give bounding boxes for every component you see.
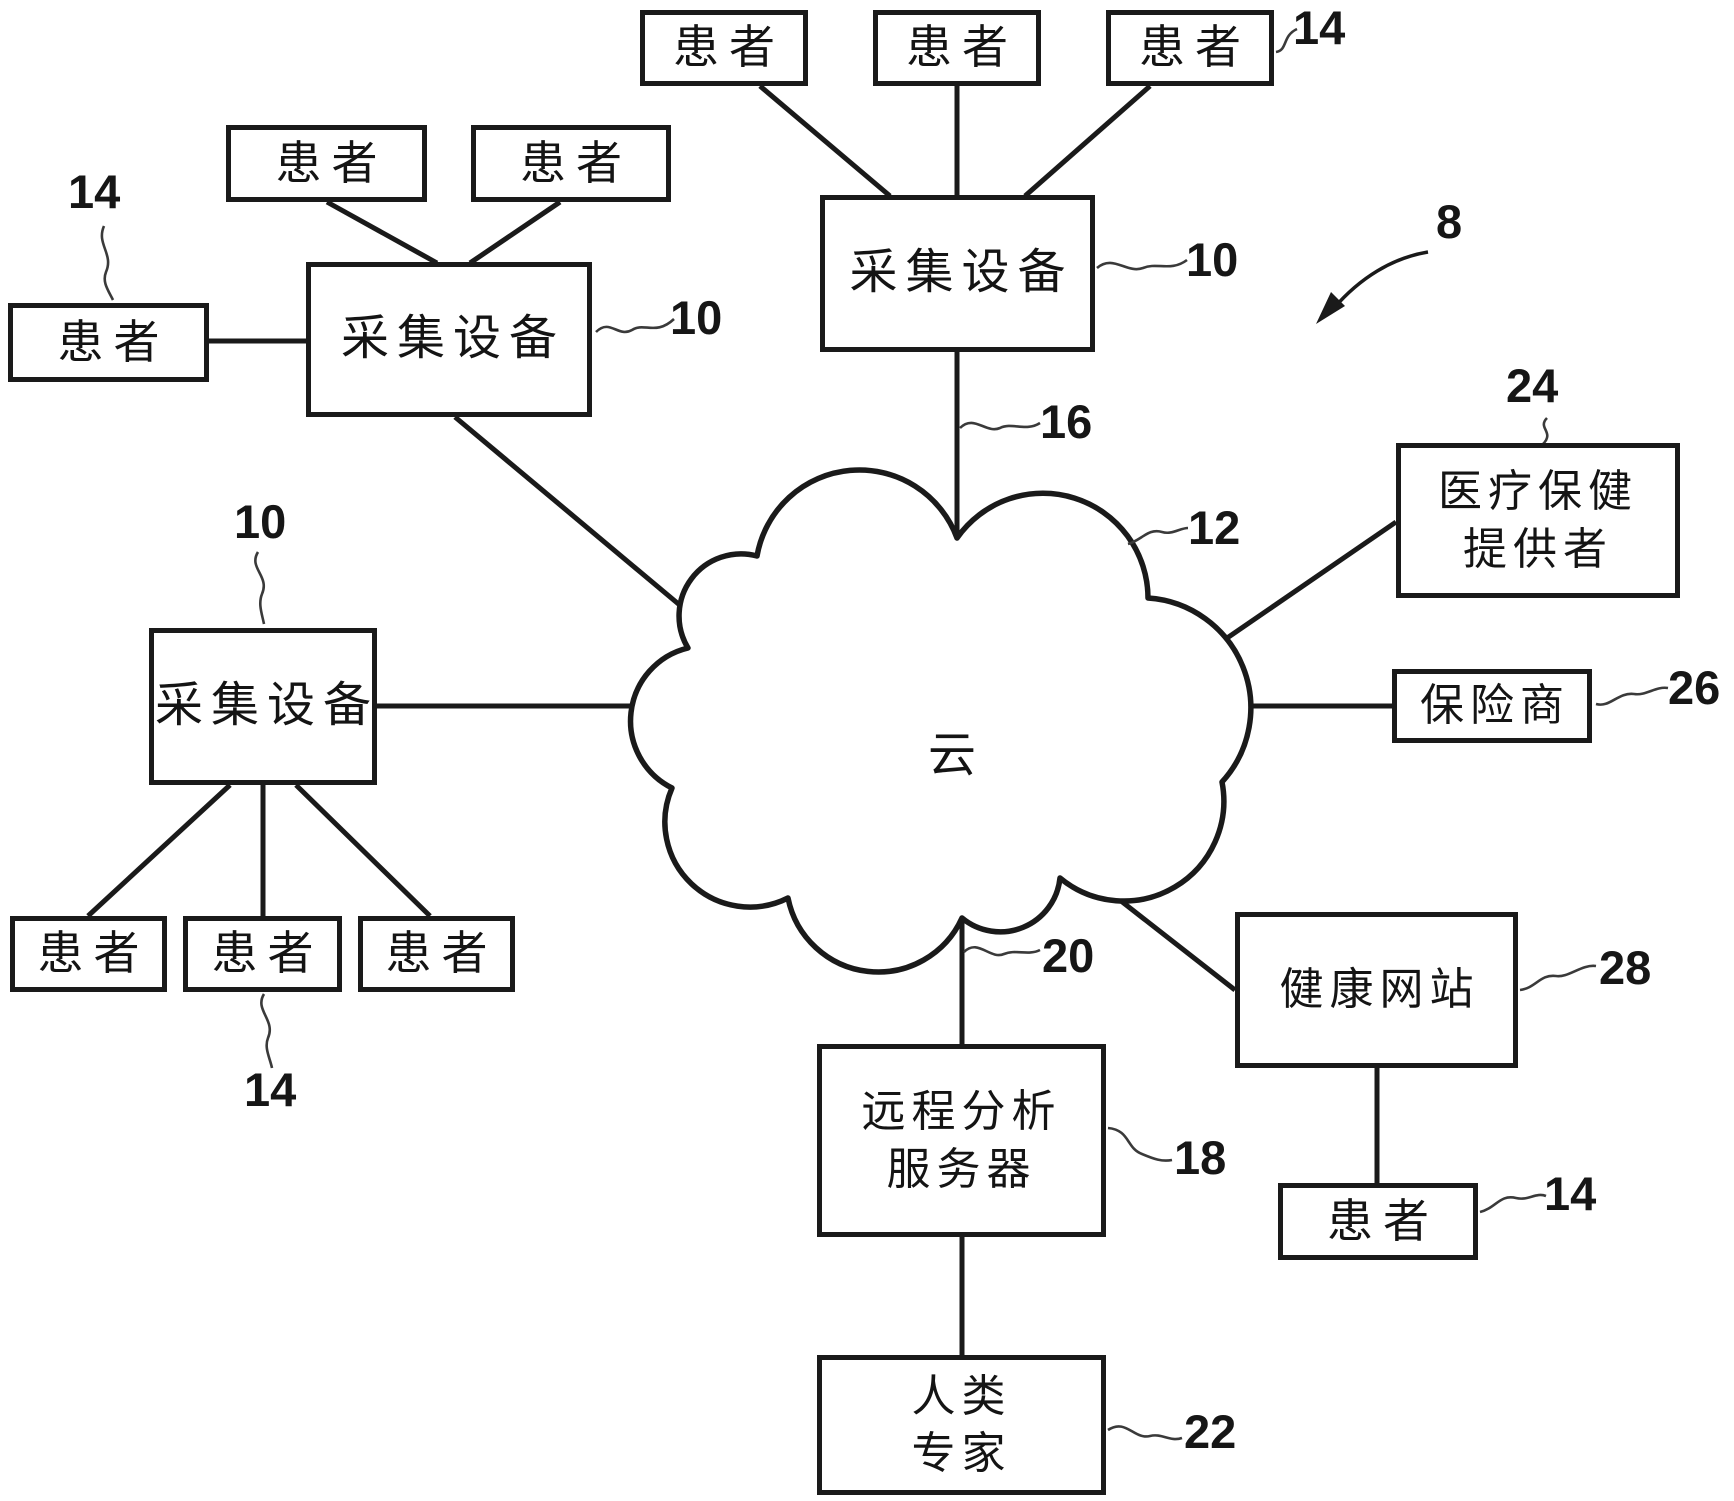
line-patient-to-device-tc [1023,84,1152,198]
patient-box: 患者 [640,10,808,86]
ref-14-top-center: 14 [1293,1,1346,54]
leader-16 [959,421,1041,431]
patient-box: 患者 [8,303,209,382]
healthcare-provider-box: 医疗保健 提供者 [1396,443,1680,598]
ref-10-mid-left: 10 [234,495,287,548]
ref-8-system: 8 [1436,195,1463,248]
leader-20 [963,945,1041,957]
patient-box: 患者 [226,125,427,202]
human-expert-box: 人类 专家 [817,1355,1106,1495]
leader-14-top-center [1275,27,1298,54]
acquisition-device-label: 采集设备 [155,679,380,733]
remote-analysis-server-label-line2: 服务器 [886,1144,1037,1194]
acquisition-device-box: 采集设备 [149,628,377,785]
patient-label: 患者 [385,928,498,980]
ref-24-healthcare: 24 [1506,359,1559,412]
ref-10-top-left: 10 [670,291,723,344]
arrow-shaft [1332,250,1429,310]
cloud-shape [627,467,1254,975]
ref-12-cloud: 12 [1188,501,1241,554]
leader-10-top-left [595,318,675,334]
healthcare-provider-label-line2: 提供者 [1463,524,1613,574]
patient-label: 患者 [211,928,324,980]
ref-14-top-left: 14 [68,165,121,218]
patient-box: 患者 [1106,10,1274,86]
ref-18-server: 18 [1174,1131,1227,1184]
remote-analysis-server-label-line1: 远程分析 [861,1087,1062,1137]
ref-14-bottom-right: 14 [1544,1167,1597,1220]
ref-10-top-center: 10 [1186,233,1239,286]
health-website-box: 健康网站 [1235,912,1518,1068]
acquisition-device-label: 采集设备 [340,312,565,366]
ref-16-link: 16 [1040,395,1093,448]
system-arrow-8 [1316,250,1429,324]
leader-14-bottom-left [260,993,274,1069]
cloud-label: 云 [927,729,976,782]
patient-label: 患者 [906,22,1018,74]
human-expert-label-line1: 人类 [911,1371,1012,1421]
leader-10-mid-left [254,551,266,625]
patient-label: 患者 [57,316,170,368]
leader-18 [1107,1126,1173,1162]
ref-26-insurer: 26 [1668,661,1721,714]
patient-box: 患者 [873,10,1041,86]
ref-28-website: 28 [1599,941,1652,994]
patient-box: 患者 [471,125,671,202]
healthcare-provider-label-line1: 医疗保健 [1438,467,1638,517]
leader-26 [1595,686,1669,706]
line-device-ml-to-patient [294,783,432,918]
leader-28 [1519,964,1597,992]
patient-label: 患者 [275,137,388,189]
patient-label: 患者 [37,928,150,980]
remote-analysis-server-box: 远程分析 服务器 [817,1044,1106,1237]
line-patient-to-device-tl [468,199,562,266]
acquisition-device-box: 采集设备 [820,195,1095,352]
patient-label: 患者 [673,22,785,74]
patient-label: 患者 [1327,1195,1439,1247]
reference-leaders [100,27,1669,1441]
line-device-tl-to-cloud [453,415,702,624]
patient-box: 患者 [1278,1183,1478,1260]
ref-22-expert: 22 [1184,1405,1237,1458]
patient-box: 患者 [358,916,515,992]
line-patient-to-device-tl [325,199,439,266]
patient-box: 患者 [183,916,342,992]
leader-10-top-center [1096,258,1188,271]
insurer-label: 保险商 [1420,681,1570,731]
leader-22 [1107,1425,1183,1441]
leader-14-top-left [100,225,115,301]
acquisition-device-box: 采集设备 [306,262,592,417]
insurer-box: 保险商 [1392,669,1592,743]
ref-20-link: 20 [1042,929,1095,982]
line-patient-to-device-tc [758,84,892,198]
leader-12 [1127,526,1189,546]
human-expert-label-line2: 专家 [911,1429,1012,1478]
health-website-label: 健康网站 [1279,965,1480,1015]
arrow-head [1316,292,1345,324]
leader-24 [1542,417,1549,445]
patient-label: 患者 [1139,22,1251,74]
patient-box: 患者 [10,916,167,992]
leader-14-bottom-right [1479,1193,1547,1214]
ref-14-bottom-left: 14 [244,1063,297,1116]
line-device-ml-to-patient [86,783,232,918]
connector-lines [86,84,1398,1355]
acquisition-device-label: 采集设备 [849,246,1074,300]
patient-label: 患者 [520,137,632,189]
